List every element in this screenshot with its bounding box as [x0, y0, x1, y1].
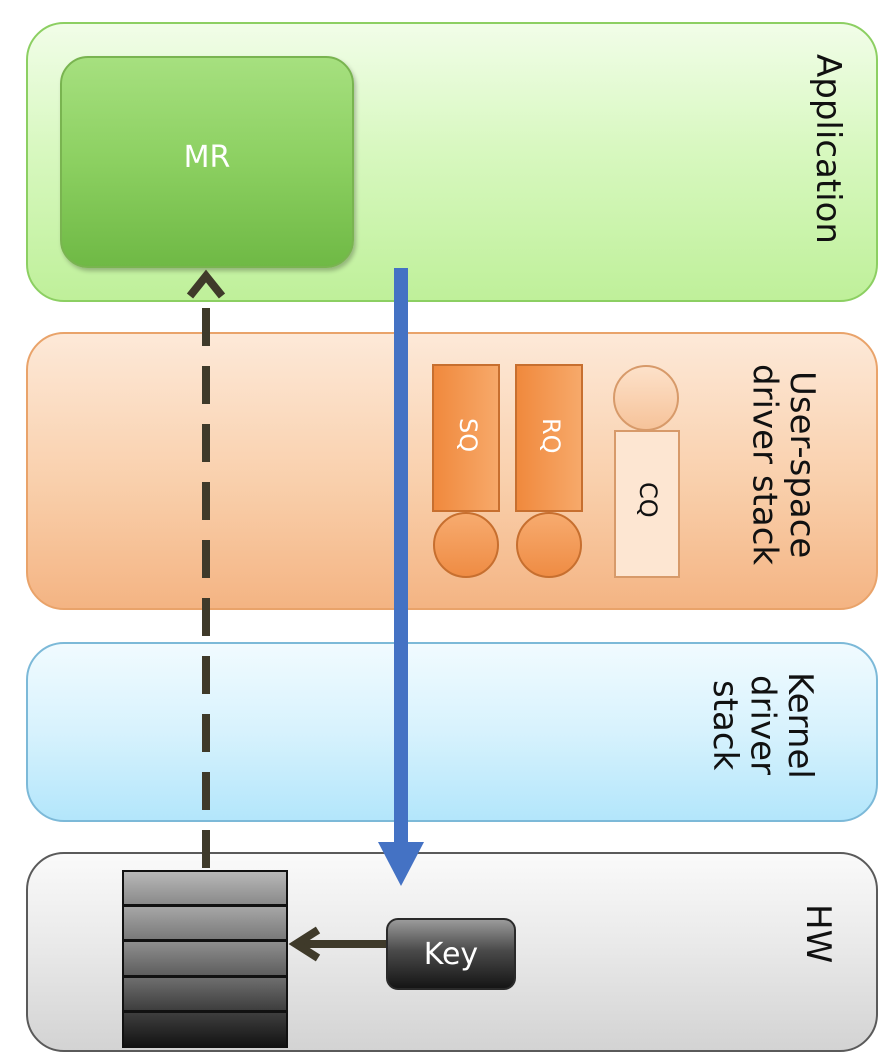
- hw-label: HW: [798, 904, 838, 964]
- mr-block: MR: [60, 56, 354, 268]
- rq-label: RQ: [537, 418, 565, 454]
- sq-circle: [433, 512, 499, 578]
- application-label: Application: [808, 54, 848, 244]
- kernel-driver-stack-layer: Kernel driver stack: [26, 642, 878, 822]
- cq-queue: CQ: [614, 430, 680, 578]
- blue-arrowhead: [378, 842, 424, 886]
- dashed-arrowhead: [186, 269, 226, 299]
- sq-queue: SQ: [432, 364, 500, 512]
- hw-table-row: [124, 872, 286, 908]
- hw-table-row: [124, 977, 286, 1013]
- rq-queue: RQ: [515, 364, 583, 512]
- key-block: Key: [386, 918, 516, 990]
- mr-label: MR: [183, 139, 231, 175]
- cq-label: CQ: [634, 482, 662, 518]
- hw-table-stack: [122, 870, 288, 1048]
- hw-table-row: [124, 907, 286, 943]
- cq-circle: [613, 365, 679, 431]
- hw-table-row: [124, 942, 286, 978]
- kernel-driver-stack-label: Kernel driver stack: [705, 672, 820, 779]
- user-space-driver-stack-label: User-space driver stack: [744, 364, 822, 566]
- key-label: Key: [423, 936, 479, 972]
- hw-table-row: [124, 1012, 286, 1048]
- rq-circle: [516, 512, 582, 578]
- sq-label: SQ: [454, 418, 482, 453]
- key-arrowhead: [288, 926, 321, 962]
- blue-arrow-shaft: [394, 268, 408, 844]
